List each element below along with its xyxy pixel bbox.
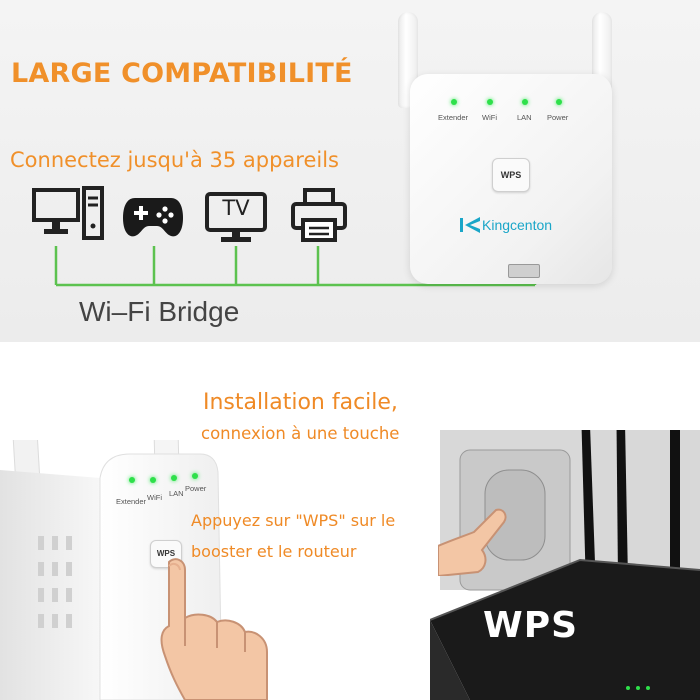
led-wifi-2	[150, 477, 156, 483]
connection-lines	[54, 246, 537, 287]
ethernet-port	[508, 264, 540, 278]
printer-icon	[291, 188, 347, 242]
led-label-wifi-2: WiFi	[147, 493, 162, 502]
tv-label: TV	[222, 196, 250, 220]
led-label-lan-2: LAN	[169, 489, 184, 498]
led-power-2	[192, 473, 198, 479]
led-label-extender: Extender	[438, 113, 469, 122]
headline: LARGE COMPATIBILITÉ	[11, 58, 353, 89]
compatibility-panel: LARGE COMPATIBILITÉ Connectez jusqu'à 35…	[0, 0, 700, 342]
led-lan-2	[171, 475, 177, 481]
router-wps-label: WPS	[483, 605, 579, 646]
brand-icon	[460, 217, 480, 233]
led-extender-2	[129, 477, 135, 483]
bridge-label: Wi–Fi Bridge	[79, 296, 240, 327]
led-label-power-2: Power	[185, 484, 207, 493]
subline: Connectez jusqu'à 35 appareils	[10, 148, 339, 172]
brand-name: Kingcenton	[482, 217, 553, 233]
wps-button-2[interactable]: WPS	[150, 540, 182, 568]
led-lan	[522, 99, 528, 105]
led-power	[556, 99, 562, 105]
installation-subtitle: connexion à une touche	[201, 424, 400, 443]
led-extender	[451, 99, 457, 105]
led-label-power: Power	[547, 113, 569, 122]
led-label-extender-2: Extender	[116, 497, 147, 506]
tv-icon: TV	[205, 192, 267, 244]
installation-title: Installation facile,	[203, 390, 398, 415]
gamepad-icon	[121, 194, 185, 240]
led-label-lan: LAN	[517, 113, 532, 122]
hand-pressing-router-icon	[438, 508, 507, 576]
wps-button[interactable]: WPS	[492, 158, 530, 192]
brand-logo: Kingcenton	[460, 216, 552, 234]
hand-pointer-icon	[160, 558, 268, 700]
instruction-line-1: Appuyez sur "WPS" sur le	[191, 511, 396, 530]
led-wifi	[487, 99, 493, 105]
led-label-wifi: WiFi	[482, 113, 497, 122]
instruction-line-2: booster et le routeur	[191, 542, 357, 561]
desktop-computer-icon	[32, 186, 106, 242]
